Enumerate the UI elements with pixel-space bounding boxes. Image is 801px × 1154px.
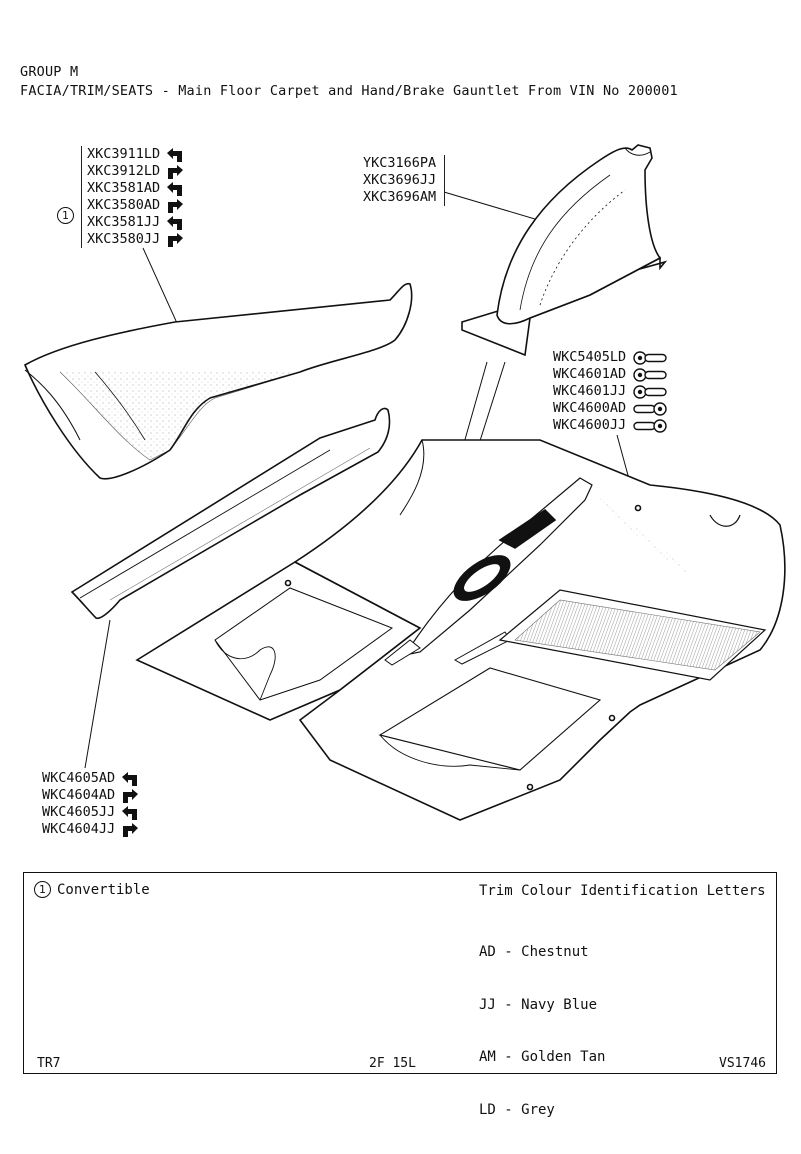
part-number: XKC3580AD: [87, 197, 161, 213]
part-row: WKC4605JJ: [42, 804, 139, 821]
fastener-right-icon: [632, 418, 668, 433]
part-number: XKC3580JJ: [87, 231, 161, 247]
part-number: XKC3696JJ: [363, 172, 437, 188]
part-number: WKC5405LD: [553, 349, 627, 365]
legend-item: AD - Chestnut: [479, 944, 589, 960]
floor-carpet-diagram: [23, 144, 786, 821]
arrow-right-icon: [121, 822, 139, 837]
legend-item: LD - Grey: [479, 1101, 555, 1118]
part-list-a-bar: [81, 146, 82, 248]
fastener-left-icon: [632, 350, 668, 365]
fastener-right-icon: [632, 401, 668, 416]
lower-sill-carpet: [70, 407, 391, 620]
part-row: XKC3581AD: [87, 180, 184, 197]
main-floor-carpet: [135, 439, 786, 821]
fastener-left-icon: [632, 384, 668, 399]
arrow-right-icon: [121, 788, 139, 803]
legend-item: JJ - Navy Blue: [479, 996, 598, 1013]
arrow-right-icon: [166, 198, 184, 213]
part-number: XKC3581AD: [87, 180, 161, 196]
part-number: WKC4605AD: [42, 770, 116, 786]
part-row: XKC3580AD: [87, 197, 184, 214]
part-row: YKC3166PA: [363, 155, 436, 172]
arrow-left-icon: [121, 771, 139, 786]
part-row: WKC4605AD: [42, 770, 139, 787]
part-row: XKC3580JJ: [87, 231, 184, 248]
arrow-left-icon: [166, 147, 184, 162]
part-row: WKC5405LD: [553, 349, 668, 366]
part-row: WKC4604JJ: [42, 821, 139, 838]
arrow-left-icon: [166, 181, 184, 196]
part-number: XKC3912LD: [87, 163, 161, 179]
model-label: TR7: [37, 1056, 61, 1071]
part-number: YKC3166PA: [363, 155, 437, 171]
convertible-callout: 1: [57, 207, 74, 224]
part-number: WKC4601AD: [553, 366, 627, 382]
reference-code: VS1746: [719, 1056, 766, 1071]
part-row: WKC4601JJ: [553, 383, 668, 400]
convertible-note-text: Convertible: [57, 881, 150, 898]
page-title: FACIA/TRIM/SEATS - Main Floor Carpet and…: [20, 83, 678, 99]
handbrake-gauntlet: [461, 144, 668, 357]
part-row: WKC4601AD: [553, 366, 668, 383]
part-row: XKC3696JJ: [363, 172, 436, 189]
part-number: WKC4605JJ: [42, 804, 116, 820]
part-number: WKC4604JJ: [42, 821, 116, 837]
convertible-note: 1 Convertible: [34, 881, 150, 898]
group-label: GROUP M: [20, 64, 79, 80]
part-number: WKC4604AD: [42, 787, 116, 803]
convertible-note-callout: 1: [34, 881, 51, 898]
trim-colour-legend: AD - Chestnut JJ - Navy Blue AM - Golden…: [479, 909, 605, 1154]
trim-colour-legend-title: Trim Colour Identification Letters: [479, 883, 766, 899]
page-code: 2F 15L: [369, 1056, 416, 1071]
part-number: WKC4600JJ: [553, 417, 627, 433]
part-number: WKC4600AD: [553, 400, 627, 416]
arrow-left-icon: [121, 805, 139, 820]
arrow-right-icon: [166, 164, 184, 179]
legend-item: AM - Golden Tan: [479, 1049, 606, 1065]
arrow-right-icon: [166, 232, 184, 247]
part-row: XKC3911LD: [87, 146, 184, 163]
arrow-left-icon: [166, 215, 184, 230]
part-row: XKC3912LD: [87, 163, 184, 180]
part-number: WKC4601JJ: [553, 383, 627, 399]
notes-box: 1 Convertible Trim Colour Identification…: [23, 872, 777, 1118]
part-number: XKC3696AM: [363, 189, 437, 205]
part-row: WKC4600AD: [553, 400, 668, 417]
upper-sill-carpet: [23, 282, 413, 480]
part-number: XKC3911LD: [87, 146, 161, 162]
part-list-b-bar: [444, 155, 445, 206]
part-row: WKC4600JJ: [553, 417, 668, 434]
part-row: XKC3696AM: [363, 189, 436, 206]
fastener-left-icon: [632, 367, 668, 382]
part-number: XKC3581JJ: [87, 214, 161, 230]
part-row: WKC4604AD: [42, 787, 139, 804]
part-row: XKC3581JJ: [87, 214, 184, 231]
